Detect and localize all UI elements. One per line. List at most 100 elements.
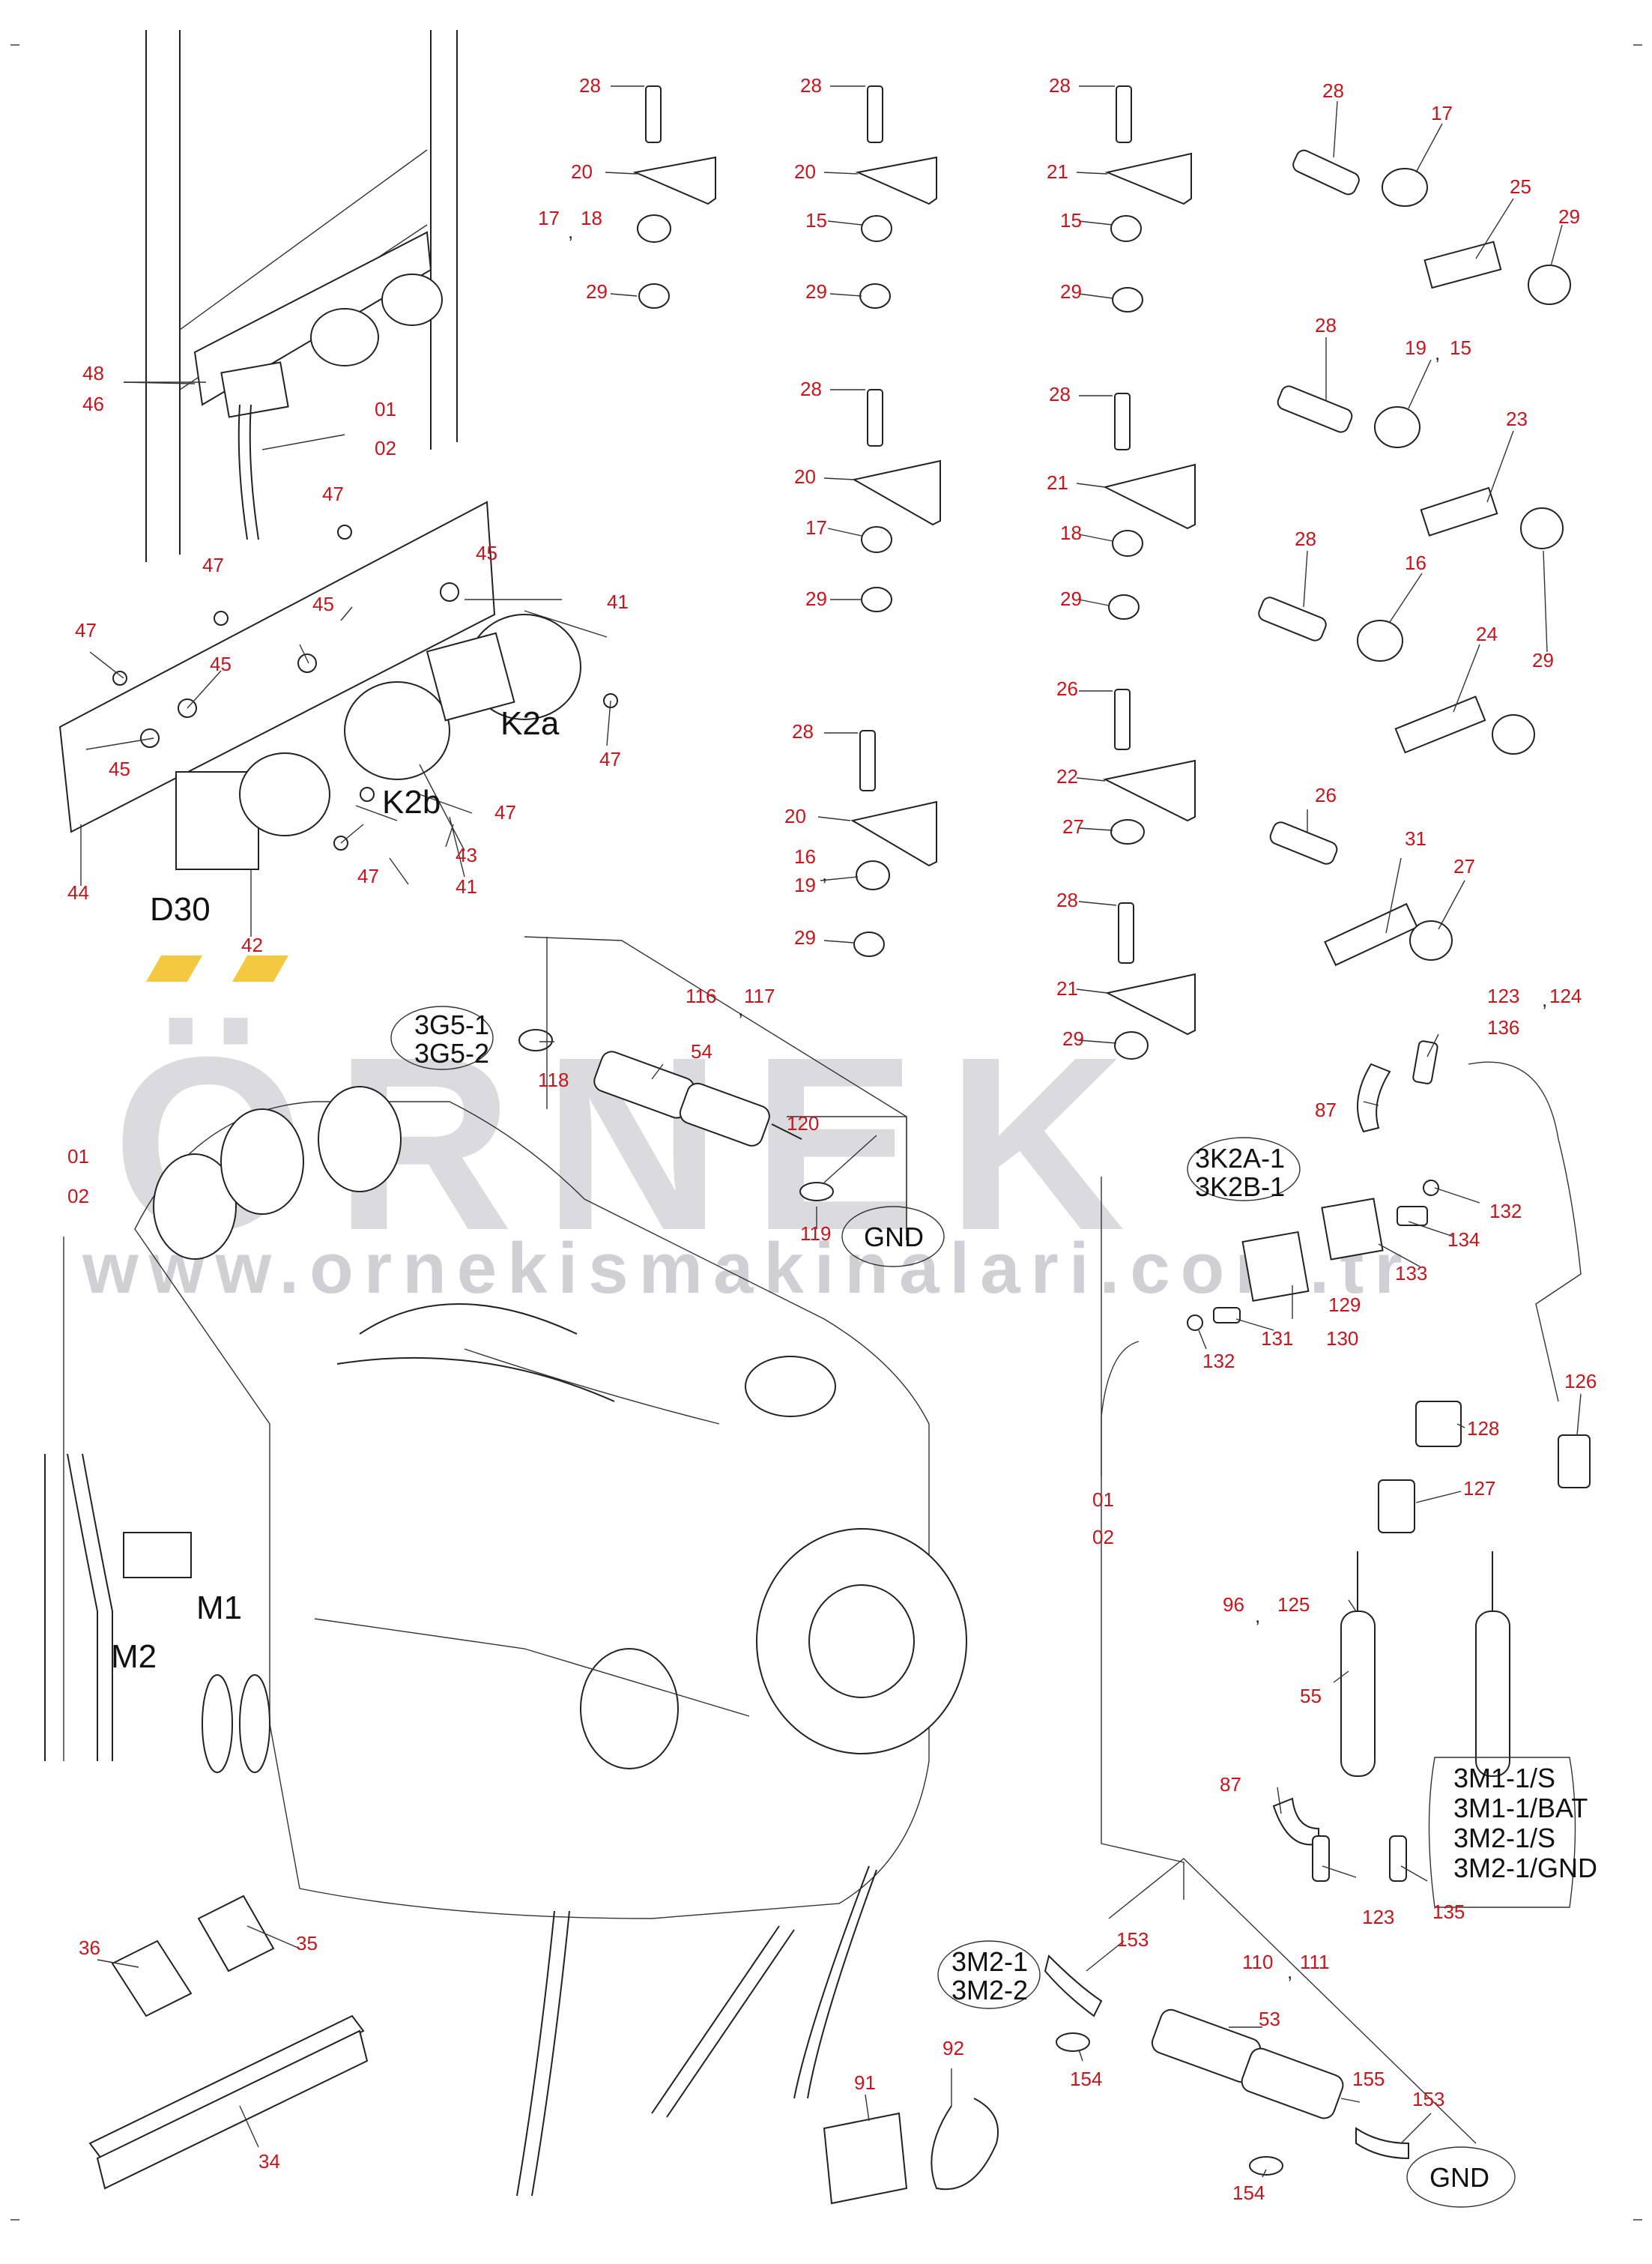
component-k2a: K2a — [500, 705, 560, 742]
callout: 127 — [1463, 1477, 1495, 1500]
callout: 54 — [691, 1040, 712, 1063]
callout: 96 — [1223, 1593, 1244, 1616]
callout: 111 — [1300, 1951, 1330, 1973]
callout: 25 — [1510, 175, 1531, 198]
callout: 02 — [375, 437, 396, 459]
callout: 21 — [1047, 160, 1068, 183]
gnd-bottom-oval — [1406, 2146, 1516, 2208]
callout: 44 — [67, 881, 89, 904]
callout: 02 — [1092, 1526, 1114, 1548]
callout: 47 — [357, 865, 379, 887]
callout: 118 — [538, 1069, 569, 1091]
callout: 126 — [1564, 1370, 1597, 1392]
callout: 29 — [1558, 205, 1580, 228]
callout: 29 — [586, 280, 608, 303]
callout: 21 — [1056, 977, 1078, 1000]
svg-text:,: , — [568, 220, 573, 243]
callout: 47 — [75, 619, 97, 642]
callout: 18 — [1060, 522, 1082, 544]
callout: 41 — [456, 875, 477, 898]
callout: 45 — [312, 593, 334, 615]
callout: 27 — [1062, 815, 1084, 838]
callout: 41 — [607, 591, 629, 613]
connector-3m1-1-bat: 3M1-1/BAT — [1453, 1793, 1588, 1823]
callout: 91 — [854, 2071, 876, 2094]
callout: 116 — [686, 985, 716, 1007]
callout: 132 — [1489, 1200, 1522, 1222]
callout: 92 — [943, 2037, 964, 2059]
callout: 45 — [476, 542, 497, 564]
component-k2b: K2b — [382, 784, 441, 821]
callout: 28 — [579, 74, 601, 97]
callout: 21 — [1047, 471, 1068, 494]
callout: 133 — [1395, 1262, 1427, 1285]
callout: 34 — [258, 2150, 280, 2173]
callout: 28 — [1056, 889, 1078, 911]
callout: 35 — [296, 1932, 318, 1954]
callout: 153 — [1412, 2088, 1444, 2110]
svg-text:,: , — [1542, 988, 1547, 1011]
callout: 20 — [571, 160, 593, 183]
connector-3g5-1: 3G5-1 — [414, 1009, 489, 1040]
watermark-accent-right — [232, 956, 288, 982]
callout: 28 — [1295, 528, 1316, 550]
callout: 135 — [1432, 1901, 1465, 1923]
callout: 136 — [1487, 1016, 1519, 1039]
callout: 29 — [805, 280, 827, 303]
connector-outlines — [390, 1006, 1576, 2208]
callout: 28 — [800, 74, 822, 97]
callout: 154 — [1070, 2068, 1102, 2090]
callout: 01 — [1092, 1488, 1114, 1511]
callout: 29 — [805, 588, 827, 610]
callout: 128 — [1467, 1417, 1499, 1440]
callout: 26 — [1315, 784, 1337, 806]
svg-text:,: , — [1255, 1605, 1260, 1627]
callout: 119 — [800, 1222, 831, 1245]
connector-3m2-oval — [937, 1940, 1041, 2009]
callout: 19 — [794, 874, 816, 896]
callout: 29 — [1532, 649, 1554, 671]
connector-3m1-1-s: 3M1-1/S — [1453, 1763, 1555, 1793]
leader-lines — [80, 85, 1582, 2178]
callout: 20 — [794, 160, 816, 183]
callout: 01 — [67, 1145, 89, 1168]
callout: 123 — [1362, 1906, 1394, 1928]
svg-text:,: , — [1435, 342, 1440, 364]
svg-text:,: , — [738, 997, 743, 1020]
callout: 87 — [1315, 1099, 1337, 1121]
component-d30: D30 — [150, 891, 211, 928]
bracket-groups — [632, 85, 1571, 1060]
callout: 19 — [1405, 336, 1426, 359]
callout: 17 — [805, 516, 827, 539]
callout: 45 — [210, 653, 232, 675]
gnd-label-top: GND — [864, 1222, 924, 1252]
callout-labels: 01 02 48 46 47 47 47 47 47 47 45 45 45 4… — [67, 74, 1597, 2204]
callout: 48 — [82, 362, 104, 384]
callout: 120 — [787, 1112, 819, 1135]
callout: 16 — [794, 845, 816, 868]
harness-parts — [88, 1029, 1591, 2205]
callout: 20 — [784, 805, 806, 827]
callout: 42 — [241, 934, 263, 956]
callout: 154 — [1232, 2182, 1265, 2204]
callout: 31 — [1405, 827, 1426, 850]
connector-3g5-2: 3G5-2 — [414, 1038, 489, 1069]
callout: 28 — [792, 720, 814, 743]
connector-3g5-oval — [390, 1006, 494, 1070]
svg-text:,: , — [822, 863, 827, 885]
callout: 28 — [1049, 383, 1071, 405]
callout: 129 — [1328, 1294, 1361, 1316]
callout: 125 — [1277, 1593, 1310, 1616]
corner-marks — [10, 44, 1642, 2221]
callout: 29 — [1060, 280, 1082, 303]
callout: 24 — [1476, 623, 1498, 645]
callout: 17 — [538, 207, 560, 229]
callout: 29 — [794, 926, 816, 949]
callout: 20 — [794, 465, 816, 488]
connector-3m2-1: 3M2-1 — [951, 1946, 1028, 1977]
watermark-accent-left — [146, 956, 202, 982]
callout: 01 — [375, 398, 396, 420]
callout: 43 — [456, 844, 477, 866]
callout: 153 — [1116, 1928, 1149, 1951]
callout: 45 — [109, 758, 130, 780]
